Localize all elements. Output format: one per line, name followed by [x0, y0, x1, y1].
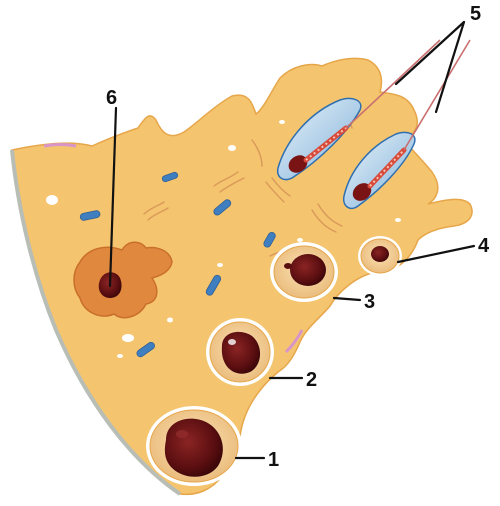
- cell-3: [270, 242, 338, 302]
- label-5: 5: [470, 3, 481, 25]
- cell-1: [146, 406, 242, 486]
- label-6: 6: [106, 87, 117, 109]
- cell-4: [358, 236, 402, 276]
- label-1: 1: [268, 449, 279, 471]
- cell-2: [206, 318, 274, 386]
- label-3: 3: [364, 291, 375, 313]
- label-4: 4: [478, 235, 490, 257]
- pink-edge-top-left: [44, 145, 76, 147]
- label-2: 2: [306, 369, 317, 391]
